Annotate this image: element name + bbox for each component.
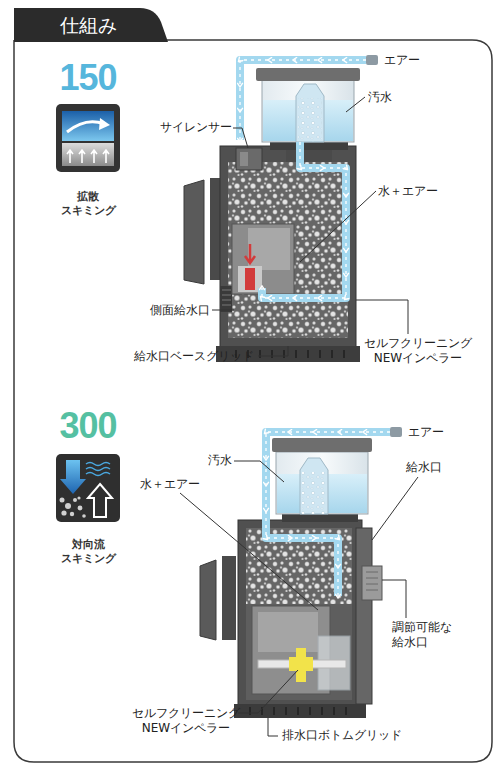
part-label: 排水口ボトムグリッド	[282, 728, 402, 743]
skimmer-300	[200, 427, 402, 718]
panel-frame	[14, 40, 492, 762]
skimmer-150	[184, 55, 378, 362]
counter-current-icon	[60, 498, 65, 503]
counter-current-icon	[82, 514, 86, 518]
impeller	[245, 268, 255, 290]
bottom-grid	[234, 704, 366, 718]
leader-line	[356, 300, 408, 334]
leader-line	[258, 346, 288, 356]
leader-line	[268, 718, 278, 736]
part-label: 水＋エアー	[378, 184, 438, 199]
counter-current-icon	[86, 463, 110, 476]
collection-cup	[276, 452, 368, 514]
air-connector	[366, 55, 378, 65]
flow-arrows	[262, 142, 346, 298]
side-panel	[184, 180, 204, 284]
counter-current-icon	[78, 506, 83, 511]
leader-line	[212, 310, 234, 311]
cup-neck	[286, 150, 332, 162]
counter-current-icon	[56, 454, 120, 522]
part-label: セルフクリーニング NEWインペラー	[364, 336, 472, 366]
counter-current-icon	[65, 503, 71, 509]
flow-arrows	[240, 60, 366, 140]
inlet-cover	[222, 556, 236, 640]
diffusion-icon	[62, 143, 114, 166]
collection-cup	[262, 80, 354, 142]
part-label: 水＋エアー	[140, 477, 200, 492]
leader-line	[382, 580, 406, 618]
title-tab	[14, 8, 168, 42]
diffusion-icon	[62, 111, 114, 141]
side-intake	[222, 290, 231, 305]
mode-icon-box: 300 対向流 スキミング	[40, 406, 136, 581]
chimney-foam	[298, 98, 322, 142]
flow-path	[240, 60, 366, 140]
impeller	[289, 657, 313, 671]
skimmer-body	[220, 146, 356, 350]
pump	[232, 224, 294, 294]
flow-arrows	[266, 432, 390, 596]
impeller-arrow	[245, 244, 255, 263]
skimming-type: 拡散 スキミング	[61, 190, 116, 217]
silencer	[236, 148, 262, 170]
part-label: 汚水	[208, 453, 232, 468]
pump-motor	[248, 228, 290, 270]
part-label: 汚水	[368, 90, 392, 105]
part-label: 給水口	[406, 460, 442, 475]
counter-current-icon	[73, 498, 77, 502]
leader-line	[180, 493, 318, 610]
side-intake	[220, 286, 232, 312]
title-text: 仕組み	[14, 8, 162, 42]
bubble-chamber	[228, 162, 348, 338]
diffusion-icon	[56, 104, 120, 172]
cup-lid	[272, 438, 372, 452]
intake-tube	[356, 528, 372, 704]
counter-current-icon	[70, 512, 74, 516]
diffusion-icon	[56, 104, 120, 172]
part-label: サイレンサー	[160, 120, 232, 135]
part-label: エアー	[384, 53, 420, 68]
model-number: 300	[40, 406, 136, 446]
part-label: エアー	[408, 425, 444, 440]
part-label: 給水口ベースグリッド	[134, 349, 254, 364]
part-label: セルフクリーニング NEWインペラー	[132, 706, 240, 736]
counter-current-icon	[56, 454, 120, 522]
leader-line	[233, 128, 248, 148]
pump-motor	[258, 612, 318, 652]
side-panel	[200, 560, 216, 640]
air-connector	[390, 427, 402, 437]
pump-chamber	[246, 604, 352, 700]
diffusion-icon	[99, 118, 110, 130]
leader-line	[238, 670, 298, 713]
part-label: 調節可能な 給水口	[392, 620, 452, 650]
diffusion-icon	[67, 150, 109, 163]
leader-line	[372, 477, 418, 540]
leader-line	[300, 191, 376, 262]
flow-path	[266, 432, 390, 596]
chimney-foam	[302, 472, 326, 514]
adjustable-intake	[362, 566, 382, 600]
counter-current-icon	[60, 460, 86, 494]
diffusion-icon	[67, 122, 104, 132]
skimmer-body	[238, 520, 362, 708]
skimming-type: 対向流 スキミング	[61, 538, 116, 565]
counter-current-icon	[61, 510, 66, 515]
counter-current-icon	[77, 496, 80, 499]
leader-line	[234, 461, 284, 482]
cup-chimney	[300, 458, 328, 514]
cup-lid	[256, 68, 360, 81]
model-number: 150	[40, 58, 136, 98]
bottom-grid	[250, 707, 346, 715]
adjustable-intake	[366, 572, 378, 590]
part-label: 側面給水口	[150, 303, 210, 318]
counter-current-icon	[88, 484, 112, 517]
mode-icon-box: 150 拡散 スキミング	[40, 58, 136, 233]
leader-line	[346, 97, 365, 112]
silencer	[240, 152, 248, 166]
cup-chimney	[296, 84, 324, 142]
flow-path	[262, 142, 346, 298]
